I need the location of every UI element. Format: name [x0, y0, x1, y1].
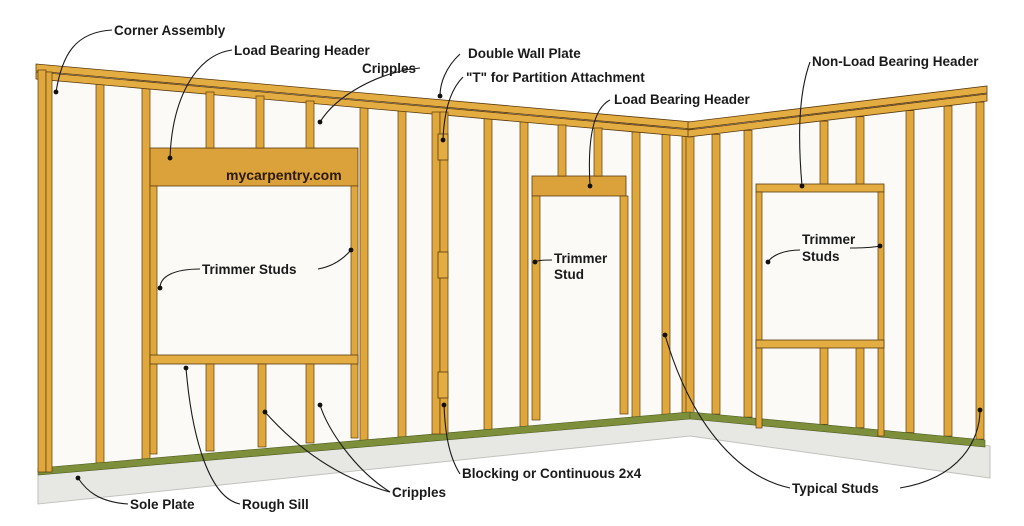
window-opening-left	[157, 186, 351, 356]
cripple-door-1	[557, 124, 567, 177]
watermark: mycarpentry.com	[226, 167, 342, 183]
label-cripples-bottom: Cripples	[392, 485, 446, 500]
typical-stud-right-5	[905, 110, 915, 433]
label-sole-plate: Sole Plate	[130, 497, 195, 512]
label-trimmer-studs-right-1: Trimmer	[802, 232, 856, 247]
label-load-bearing-header-door: Load Bearing Header	[614, 92, 751, 107]
load-bearing-header-left	[149, 147, 359, 187]
trimmer-stud-door-b	[619, 195, 629, 415]
label-trimmer-studs-right-2: Studs	[802, 249, 840, 264]
cripple-top-3	[305, 100, 315, 149]
typical-stud-right-2	[743, 130, 753, 418]
trimmer-stud-right-a	[755, 191, 763, 429]
typical-stud-right-7	[975, 101, 985, 440]
trimmer-stud-right-b	[877, 191, 885, 437]
label-cripples-top: Cripples	[362, 61, 416, 76]
label-t-partition: "T" for Partition Attachment	[466, 70, 645, 85]
typical-stud-left-1	[95, 83, 105, 464]
label-trimmer-stud-door-1: Trimmer	[554, 251, 608, 266]
typical-stud-left-8	[661, 134, 671, 415]
cripple-door-2	[593, 127, 603, 177]
partition-block-3	[437, 371, 449, 399]
typical-stud-right-6	[943, 105, 953, 437]
trimmer-stud-door-a	[531, 195, 541, 421]
label-rough-sill: Rough Sill	[242, 497, 309, 512]
label-blocking: Blocking or Continuous 2x4	[462, 466, 642, 481]
non-load-bearing-header-right	[755, 183, 885, 193]
typical-stud-left-6	[519, 121, 529, 427]
typical-stud-left-7	[631, 131, 641, 418]
label-trimmer-stud-door-2: Stud	[554, 267, 584, 282]
top-plate-left-upper	[35, 63, 693, 130]
label-trimmer-studs-left: Trimmer Studs	[202, 262, 297, 277]
cripple-bottom-1	[205, 363, 215, 452]
label-double-wall-plate: Double Wall Plate	[468, 46, 581, 61]
corner-stud-inner	[685, 123, 695, 417]
trimmer-stud-left-b	[350, 185, 359, 439]
cripple-bottom-2	[257, 363, 267, 448]
rough-sill-right	[755, 339, 885, 349]
top-plate-right-lower	[687, 93, 988, 138]
partition-block-2	[437, 251, 449, 279]
leader-lines	[53, 29, 983, 505]
labels: Corner Assembly Load Bearing Header Crip…	[114, 23, 979, 512]
typical-stud-left-5	[483, 118, 493, 431]
cripple-bottom-3	[305, 363, 315, 444]
corner-stud-a	[37, 69, 47, 473]
label-load-bearing-header-left: Load Bearing Header	[234, 43, 371, 58]
cripple-top-2	[255, 95, 265, 149]
cripple-top-1	[205, 91, 215, 149]
label-corner-assembly: Corner Assembly	[114, 23, 226, 38]
typical-stud-left-3	[359, 107, 369, 441]
trimmer-stud-left-a	[149, 185, 158, 455]
top-plate-right-upper	[687, 85, 988, 130]
corner-stud-b	[45, 71, 53, 473]
typical-stud-left-2	[141, 87, 151, 460]
label-typical-studs: Typical Studs	[792, 481, 879, 496]
label-non-load-bearing-header: Non-Load Bearing Header	[812, 54, 979, 69]
sole-plate-right	[689, 411, 986, 448]
rough-sill-left	[149, 354, 359, 365]
load-bearing-header-door	[531, 175, 627, 197]
typical-stud-left-4	[397, 110, 407, 438]
top-plate-left-lower	[35, 71, 693, 138]
typical-stud-right-1	[711, 133, 721, 415]
window-opening-right	[762, 192, 878, 340]
door-opening	[540, 196, 620, 414]
